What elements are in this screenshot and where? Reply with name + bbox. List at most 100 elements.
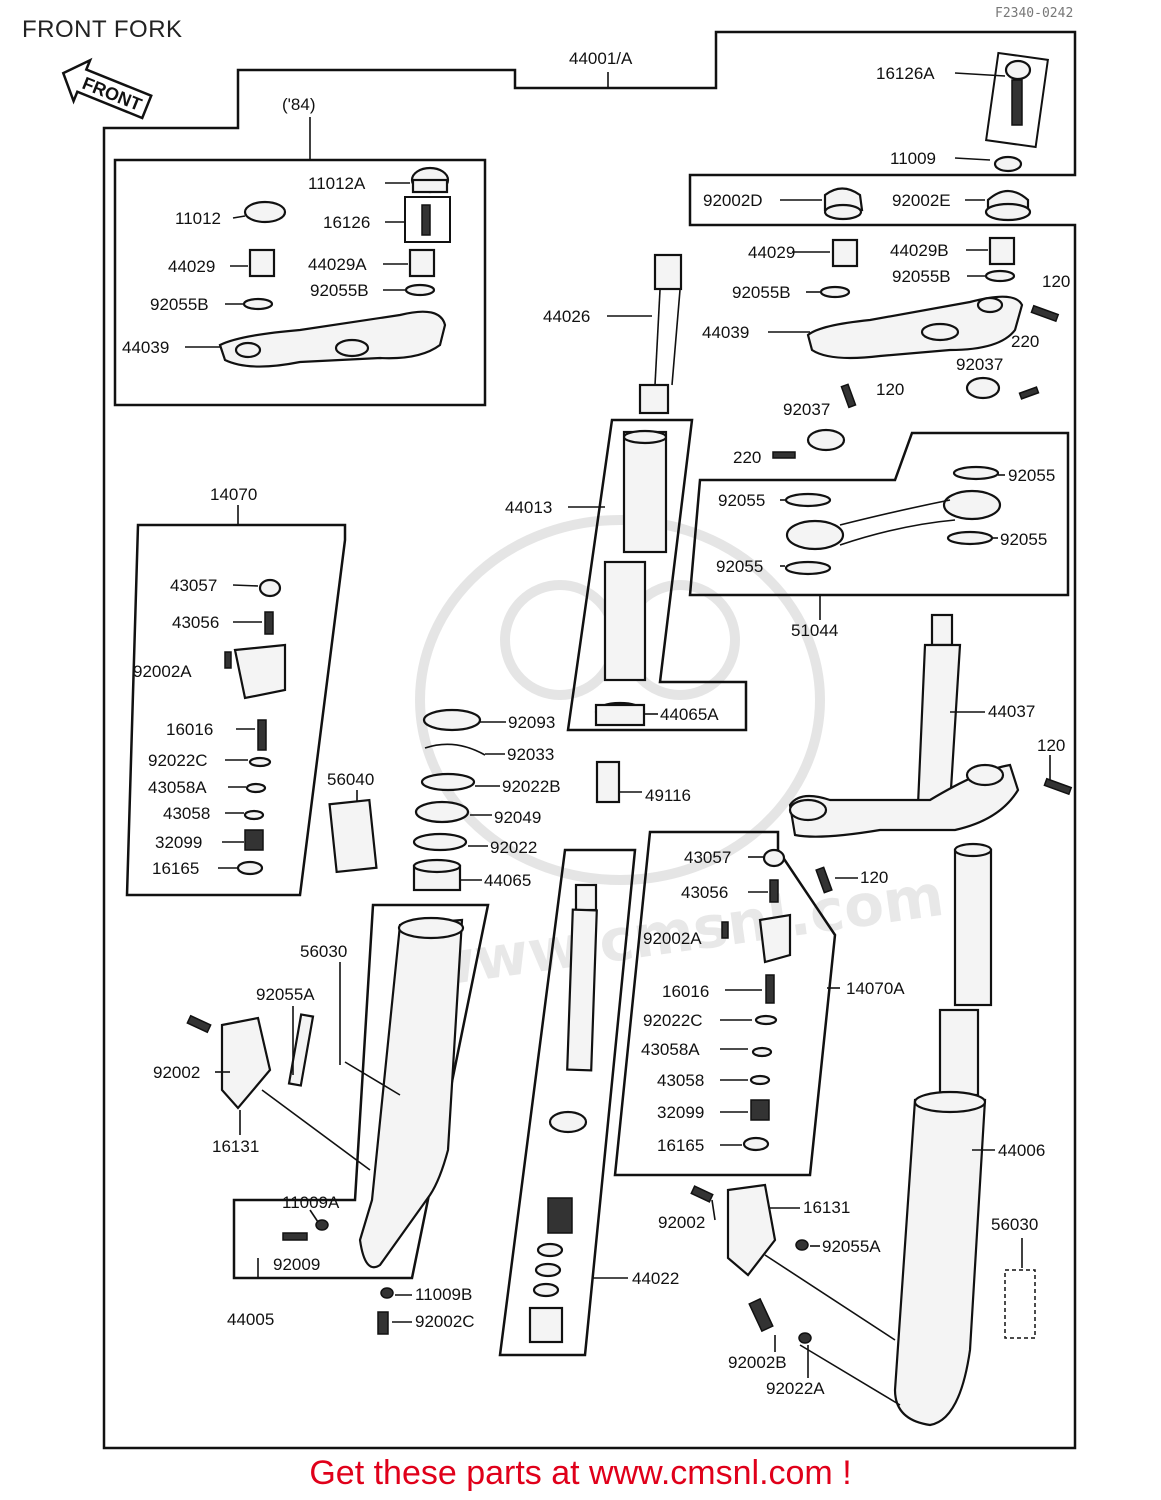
washer-92055B-c: [984, 269, 1016, 283]
label-14070: 14070: [210, 485, 257, 504]
washer-11009B: [380, 1287, 394, 1299]
valve-16126A: [1011, 79, 1023, 126]
label-43056-r: 43056: [681, 883, 728, 902]
valve-32099-l: [244, 829, 264, 851]
right-fork-group: [690, 842, 1036, 1427]
parts-14070A-group: [721, 848, 792, 1152]
ring-43058-r: [749, 1074, 771, 1086]
inner-tube-r: [953, 848, 993, 1007]
label-56030-r: 56030: [991, 1215, 1038, 1234]
bearing-51044-a: [942, 489, 1002, 521]
slider-44005: [358, 918, 464, 1269]
rod-top: [574, 883, 598, 912]
16126-box: [404, 196, 451, 243]
cap-92002E-base: [984, 202, 1032, 222]
screw-92002A-l: [224, 651, 232, 669]
label-92037-b: 92037: [783, 400, 830, 419]
spring-44026-top: [653, 253, 683, 291]
leader-lines: [185, 72, 1051, 1378]
label-92022B: 92022B: [502, 777, 561, 796]
label-44039-l: 44039: [122, 338, 169, 357]
front-arrow: FRONT: [61, 57, 153, 120]
bracket-hole-r2: [976, 296, 1004, 314]
seal-92055-a: [952, 465, 1000, 481]
label-92022C-l: 92022C: [148, 751, 208, 770]
label-11009: 11009: [890, 149, 936, 168]
main-assembly-frame: [102, 30, 1077, 1450]
screw-92002A-r: [721, 921, 729, 939]
tube-lower-r: [938, 1008, 980, 1097]
parts-14070-group: [224, 578, 287, 876]
cap-body-14070: [233, 643, 287, 700]
label-44029-l: 44029: [168, 257, 215, 276]
footer-link[interactable]: Get these parts at www.cmsnl.com !: [309, 1454, 852, 1492]
tube-44013-lower: [603, 560, 647, 682]
label-43057-l: 43057: [170, 576, 217, 595]
label-92055-c: 92055: [1000, 530, 1047, 549]
washer-92022: [412, 832, 468, 852]
cap-92002D: [823, 187, 864, 212]
label-32099-l: 32099: [155, 833, 202, 852]
bracket-hole-l2: [234, 341, 262, 359]
cap-11012: [243, 200, 287, 224]
washer-92022B: [420, 772, 476, 792]
label-11012: 11012: [175, 209, 221, 228]
label-44022: 44022: [632, 1269, 679, 1288]
label-92055-a: 92055: [1008, 466, 1055, 485]
label-92055B-l1: 92055B: [310, 281, 369, 300]
label-32099-r: 32099: [657, 1103, 704, 1122]
piece-44022-bottom: [528, 1306, 564, 1344]
bolt-120-b: [840, 383, 857, 409]
spring-44026-bottom: [638, 383, 670, 415]
screw-16016-l: [257, 719, 267, 751]
bearing-51044-b: [785, 519, 845, 551]
label-92093: 92093: [508, 713, 555, 732]
washer-11009: [993, 155, 1023, 173]
label-92002D: 92002D: [703, 191, 763, 210]
label-92002-r: 92002: [658, 1213, 705, 1232]
label-16131-l: 16131: [212, 1137, 259, 1156]
bolt-220-b: [772, 451, 796, 459]
bolt-92002C: [377, 1311, 389, 1335]
label-92002C: 92002C: [415, 1312, 475, 1331]
label-43058-r: 43058: [657, 1071, 704, 1090]
screw-92009: [282, 1232, 308, 1241]
cap-body-14070A: [758, 913, 792, 964]
bush-44029-r: [831, 238, 859, 268]
bolt-120-a: [1030, 304, 1060, 323]
label-44026: 44026: [543, 307, 590, 326]
label-120-c: 120: [1037, 736, 1065, 755]
valve-16126A-cap: [1004, 59, 1032, 81]
left-slider-group: [186, 916, 465, 1335]
fork-seals-group: [328, 708, 621, 892]
bolt-92002B: [748, 1297, 774, 1333]
part-labels: 44001/A ('84) 16126A 11009 92002D 92002E…: [122, 49, 1070, 1398]
label-92002A-r: 92002A: [643, 929, 702, 948]
label-16016-l: 16016: [166, 720, 213, 739]
top-bracket-44039-r: [806, 295, 1024, 360]
bolt-220-a: [1018, 386, 1040, 400]
label-220-a: 220: [1011, 332, 1039, 351]
label-92049: 92049: [494, 808, 541, 827]
label-220-b: 220: [733, 448, 761, 467]
label-56030-r: [1004, 1269, 1036, 1339]
screw-16016-r: [765, 974, 775, 1004]
label-92022C-r: 92022C: [643, 1011, 703, 1030]
spring-44022: [547, 1197, 573, 1234]
label-56030-l: [287, 1013, 315, 1087]
14070A-box: [613, 830, 837, 1177]
label-92055B-l2: 92055B: [150, 295, 209, 314]
ring-92022C-l: [248, 756, 272, 768]
cap-92002D-base: [823, 203, 863, 221]
top-bracket-44039-l: [218, 310, 447, 368]
clip-92033: [424, 743, 486, 756]
seal-92055-c: [946, 530, 994, 546]
tube-44013-upper: [622, 430, 668, 554]
1984-top-bracket-box: [113, 158, 487, 407]
ring-43058A-l: [245, 782, 267, 794]
washer-92055B-b: [242, 297, 274, 311]
label-92002-l: 92002: [153, 1063, 200, 1082]
cap-16165-r: [742, 1136, 770, 1152]
valve-43056-r: [769, 879, 779, 903]
washer-92055A-r: [795, 1239, 809, 1251]
